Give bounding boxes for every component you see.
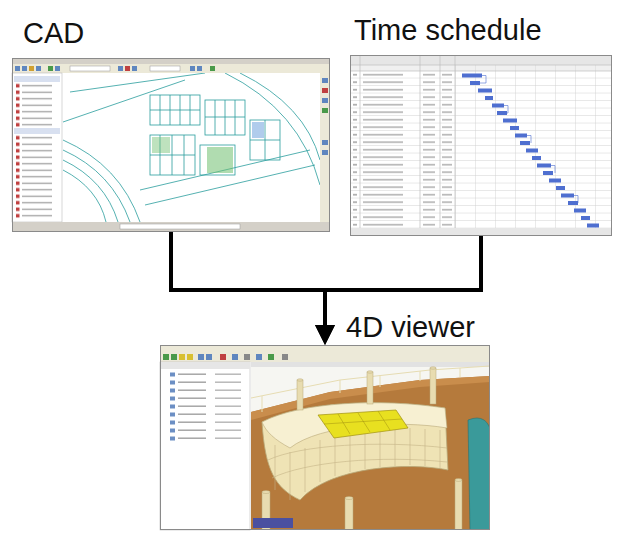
panel-heading: Time schedule (354, 14, 542, 47)
panel-heading: CAD (23, 17, 84, 50)
heading-holder: 4D viewer (346, 311, 475, 346)
merge-arrow (171, 232, 325, 335)
cad-screenshot (12, 58, 330, 232)
heading-holder: CAD (23, 17, 84, 59)
screenshot-box: Time schedule (350, 55, 612, 236)
screenshot-box: CAD (12, 58, 330, 232)
viewer-screenshot (160, 345, 492, 530)
heading-holder: Time schedule (354, 14, 542, 56)
schedule-screenshot (350, 55, 612, 236)
screenshot-box: 4D viewer (160, 345, 490, 530)
panel-heading: 4D viewer (346, 311, 475, 344)
